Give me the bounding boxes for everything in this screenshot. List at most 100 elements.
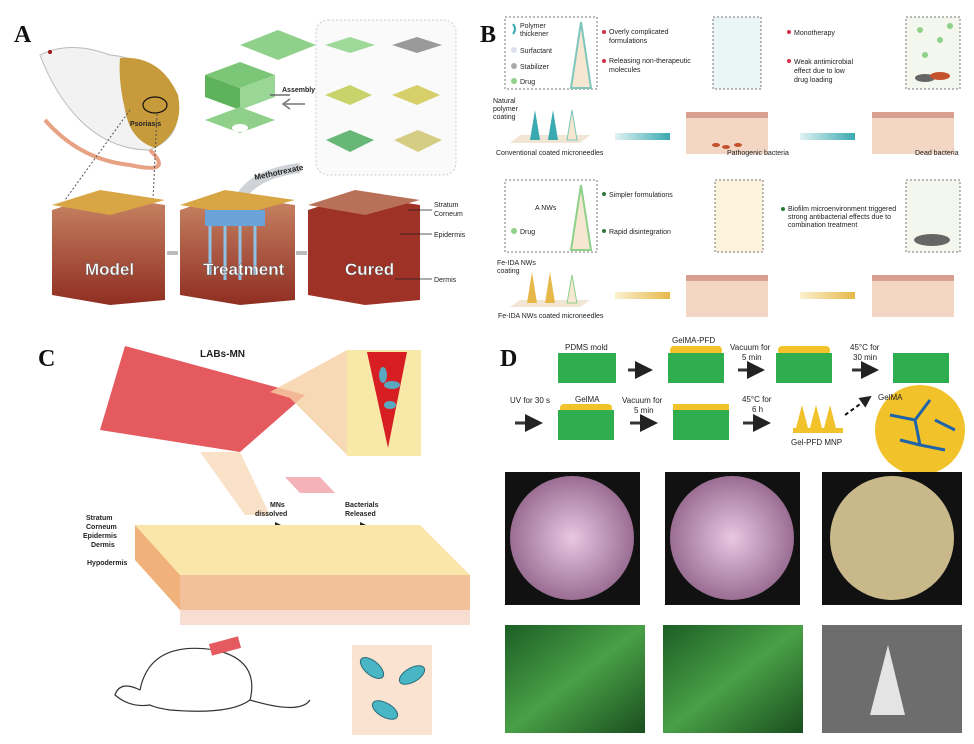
step-label: 6 h: [752, 405, 763, 414]
step-label: GelMA: [878, 393, 903, 402]
skin-section: [872, 112, 954, 154]
issue-text: Monotherapy: [794, 30, 835, 37]
caption: Conventional coated microneedles: [496, 150, 604, 157]
step-label: Vacuum for: [622, 396, 663, 405]
fabrication-cycle-box: [315, 19, 457, 176]
legend-box: [504, 179, 598, 253]
issue-text: drug loading: [794, 77, 833, 84]
gelma-network: [875, 385, 965, 475]
panel-label-a: A: [14, 22, 32, 48]
stage-label-cured: Cured: [345, 260, 394, 279]
caption: Fe-IDA NWs coated microneedles: [498, 313, 604, 320]
coating-label: coating: [493, 114, 516, 121]
coated-needle-icon: [569, 21, 593, 89]
issue-text: formulations: [609, 38, 648, 45]
coating-label: Natural: [493, 98, 516, 105]
legend-text: Stabilizer: [520, 64, 549, 71]
benefit-text: Biofilm microenvironment triggered: [788, 206, 896, 213]
benefit-text: combination treatment: [788, 222, 857, 229]
coating-label: coating: [497, 268, 520, 275]
arrow-icon: [615, 133, 670, 140]
skin-cube-cured: Cured: [308, 190, 420, 305]
step-label: PDMS mold: [565, 343, 608, 352]
panel-d: D PDMS mold GelMA-PFD Vacuum for 5 min 4…: [500, 336, 965, 733]
step-label: UV for 30 s: [510, 396, 550, 405]
issue-text: effect due to low: [794, 68, 846, 75]
layer-label: Hypodermis: [87, 560, 128, 567]
step-label: 45°C for: [742, 395, 772, 404]
legend-text: Drug: [520, 79, 535, 86]
layer-label: Epidermis: [83, 533, 117, 540]
step-label: 45°C for: [850, 343, 880, 352]
arrow-icon: [800, 133, 855, 140]
panel-a: A Psoriasis Assembly: [14, 19, 466, 305]
layer-label: Corneum: [86, 524, 117, 531]
coating-label: polymer: [493, 106, 519, 113]
step-label: GelMA: [575, 395, 600, 404]
benefit-text: Rapid disintegration: [609, 229, 671, 236]
drug-icon: [511, 78, 517, 84]
layer-label: Stratum: [86, 515, 112, 522]
skin-layer-labels: [395, 209, 432, 280]
psoriasis-label: Psoriasis: [130, 121, 161, 128]
assembly-label: Assembly: [282, 87, 315, 94]
fluorescence-image-2: [663, 625, 803, 733]
step-label: 5 min: [634, 406, 654, 415]
step-label: Released: [345, 511, 376, 518]
methotrexate-label: Methotrexate: [254, 163, 305, 182]
caption: Dead bacteria: [915, 150, 959, 157]
stage-label-treatment: Treatment: [203, 260, 285, 279]
layer-label: Dermis: [91, 542, 115, 549]
arrow-icon: [800, 292, 855, 299]
skin-cube-treatment: Treatment: [180, 190, 295, 305]
layer-label: Epidermis: [434, 232, 466, 239]
layer-label: Dermis: [434, 277, 457, 284]
panel-label-d: D: [500, 346, 517, 372]
mouse-illustration: [114, 647, 311, 712]
panel-c: C LABs-MN MNs dissolved Bacterials Relea…: [38, 346, 470, 735]
step-label: GelMA-PFD: [672, 336, 715, 345]
gel-pfd-mnp: [793, 405, 843, 433]
coating-label: Fe-IDA NWs: [497, 260, 536, 267]
step-label: 30 min: [853, 353, 877, 362]
step-label: 5 min: [742, 353, 762, 362]
release-inset: [712, 16, 762, 90]
panel-b: B Polymer thickener Surfactant Stabilize…: [480, 16, 961, 320]
psoriasis-marker: [142, 96, 168, 114]
surfactant-icon: [511, 47, 517, 53]
legend-text: Drug: [520, 229, 535, 236]
legend-text: Surfactant: [520, 48, 552, 55]
pdms-mold: [558, 353, 616, 383]
step-label: dissolved: [255, 511, 287, 518]
step-label: Gel-PFD MNP: [791, 438, 842, 447]
conventional-microneedles: [510, 109, 590, 143]
microneedle-assembly-stack: Assembly: [205, 30, 316, 133]
needle-icon: [367, 352, 407, 448]
layer-label: Stratum: [434, 202, 459, 209]
caption: Pathogenic bacteria: [727, 150, 789, 157]
labs-mn-title: LABs-MN: [200, 349, 245, 360]
legend-text: Polymer: [520, 23, 546, 30]
issue-text: Overly complicated: [609, 29, 669, 36]
step-label: Vacuum for: [730, 343, 771, 352]
legend-text: thickener: [520, 31, 549, 38]
panel-label-c: C: [38, 346, 55, 372]
step-label: Bacterials: [345, 502, 379, 509]
stabilizer-icon: [511, 63, 517, 69]
fluorescence-image-1: [505, 625, 645, 733]
polymer-thickener-icon: [512, 23, 516, 35]
issue-text: molecules: [609, 67, 641, 74]
benefit-text: strong antibacterial effects due to: [788, 214, 891, 221]
rat-illustration: Psoriasis: [39, 47, 180, 201]
labs-mn-patch: [100, 346, 305, 452]
step-label: MNs: [270, 502, 285, 509]
fe-ida-microneedles: [510, 272, 590, 307]
legend-text: A NWs: [535, 205, 557, 212]
stage-label-model: Model: [85, 260, 134, 279]
panel-label-b: B: [480, 22, 496, 48]
skin-layers-3d: [135, 525, 470, 625]
issue-text: Releasing non-therapeutic: [609, 58, 691, 65]
arrow-icon: [615, 292, 670, 299]
skin-cube-model: Model: [52, 190, 165, 305]
